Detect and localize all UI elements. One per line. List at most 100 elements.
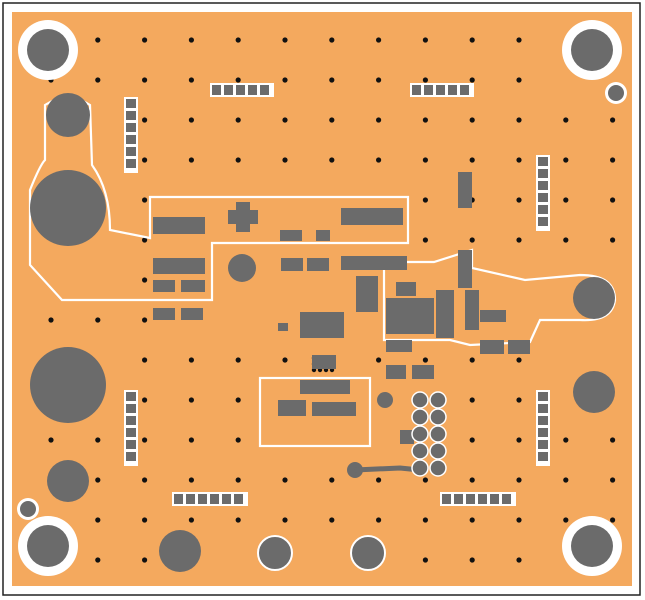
pad bbox=[356, 276, 378, 312]
via bbox=[142, 437, 148, 443]
header-pin bbox=[411, 442, 429, 460]
via bbox=[422, 357, 428, 363]
pad bbox=[153, 258, 205, 274]
pad bbox=[377, 392, 393, 408]
pin-header bbox=[411, 391, 447, 477]
via bbox=[469, 357, 475, 363]
via bbox=[142, 77, 148, 83]
pad bbox=[341, 256, 407, 270]
via bbox=[610, 517, 616, 523]
via bbox=[516, 357, 522, 363]
via bbox=[516, 557, 522, 563]
via bbox=[563, 477, 569, 483]
mounting-holes bbox=[17, 20, 627, 576]
via bbox=[610, 437, 616, 443]
via bbox=[142, 117, 148, 123]
via bbox=[282, 77, 288, 83]
pad bbox=[458, 172, 472, 208]
via bbox=[235, 37, 241, 43]
via bbox=[422, 77, 428, 83]
pad bbox=[300, 380, 350, 394]
pad bbox=[257, 535, 293, 571]
via bbox=[142, 197, 148, 203]
via bbox=[376, 37, 382, 43]
via bbox=[516, 157, 522, 163]
via bbox=[48, 317, 54, 323]
via bbox=[516, 117, 522, 123]
pad bbox=[465, 290, 479, 330]
header-pin bbox=[429, 391, 447, 409]
pad bbox=[30, 170, 106, 246]
pad bbox=[300, 312, 344, 338]
via bbox=[188, 77, 194, 83]
pad bbox=[341, 208, 403, 225]
via bbox=[188, 517, 194, 523]
via bbox=[422, 37, 428, 43]
via bbox=[469, 77, 475, 83]
pad bbox=[280, 230, 302, 241]
via bbox=[469, 517, 475, 523]
via bbox=[329, 77, 335, 83]
pad bbox=[573, 371, 615, 413]
via bbox=[188, 397, 194, 403]
via bbox=[235, 357, 241, 363]
via bbox=[469, 557, 475, 563]
pad bbox=[573, 277, 615, 319]
header-pin bbox=[411, 408, 429, 426]
via bbox=[235, 117, 241, 123]
trace bbox=[354, 465, 421, 473]
pad bbox=[228, 254, 256, 282]
via bbox=[469, 397, 475, 403]
via bbox=[235, 157, 241, 163]
resistor-array bbox=[440, 492, 516, 506]
mounting-hole bbox=[562, 516, 622, 576]
via bbox=[282, 517, 288, 523]
resistor-array bbox=[536, 155, 550, 231]
pad bbox=[412, 365, 434, 379]
resistor-arrays bbox=[124, 83, 550, 506]
ic-region-outline bbox=[258, 376, 372, 448]
via bbox=[95, 77, 101, 83]
via bbox=[563, 117, 569, 123]
via bbox=[610, 197, 616, 203]
pad bbox=[159, 530, 201, 572]
mounting-hole bbox=[18, 20, 78, 80]
pad bbox=[312, 402, 356, 416]
via bbox=[610, 477, 616, 483]
via bbox=[469, 37, 475, 43]
via bbox=[142, 357, 148, 363]
via bbox=[610, 237, 616, 243]
pad bbox=[316, 230, 330, 241]
via bbox=[188, 157, 194, 163]
pad bbox=[278, 400, 306, 416]
via bbox=[329, 477, 335, 483]
resistor-array bbox=[172, 492, 248, 506]
via bbox=[48, 437, 54, 443]
header-pin bbox=[429, 425, 447, 443]
resistor-array bbox=[536, 390, 550, 466]
header-pin bbox=[429, 459, 447, 477]
pad bbox=[480, 310, 506, 322]
via bbox=[469, 157, 475, 163]
pad bbox=[153, 308, 175, 320]
via bbox=[188, 477, 194, 483]
via bbox=[376, 357, 382, 363]
pad bbox=[386, 298, 434, 334]
via bbox=[95, 437, 101, 443]
pad bbox=[508, 340, 530, 354]
via bbox=[142, 37, 148, 43]
via bbox=[516, 517, 522, 523]
via bbox=[563, 517, 569, 523]
pad bbox=[30, 347, 106, 423]
via bbox=[516, 197, 522, 203]
via bbox=[188, 117, 194, 123]
resistor-array bbox=[124, 390, 138, 466]
via bbox=[142, 517, 148, 523]
via bbox=[329, 517, 335, 523]
via bbox=[282, 37, 288, 43]
via bbox=[282, 117, 288, 123]
via bbox=[235, 437, 241, 443]
via bbox=[376, 77, 382, 83]
via bbox=[376, 517, 382, 523]
via bbox=[516, 77, 522, 83]
